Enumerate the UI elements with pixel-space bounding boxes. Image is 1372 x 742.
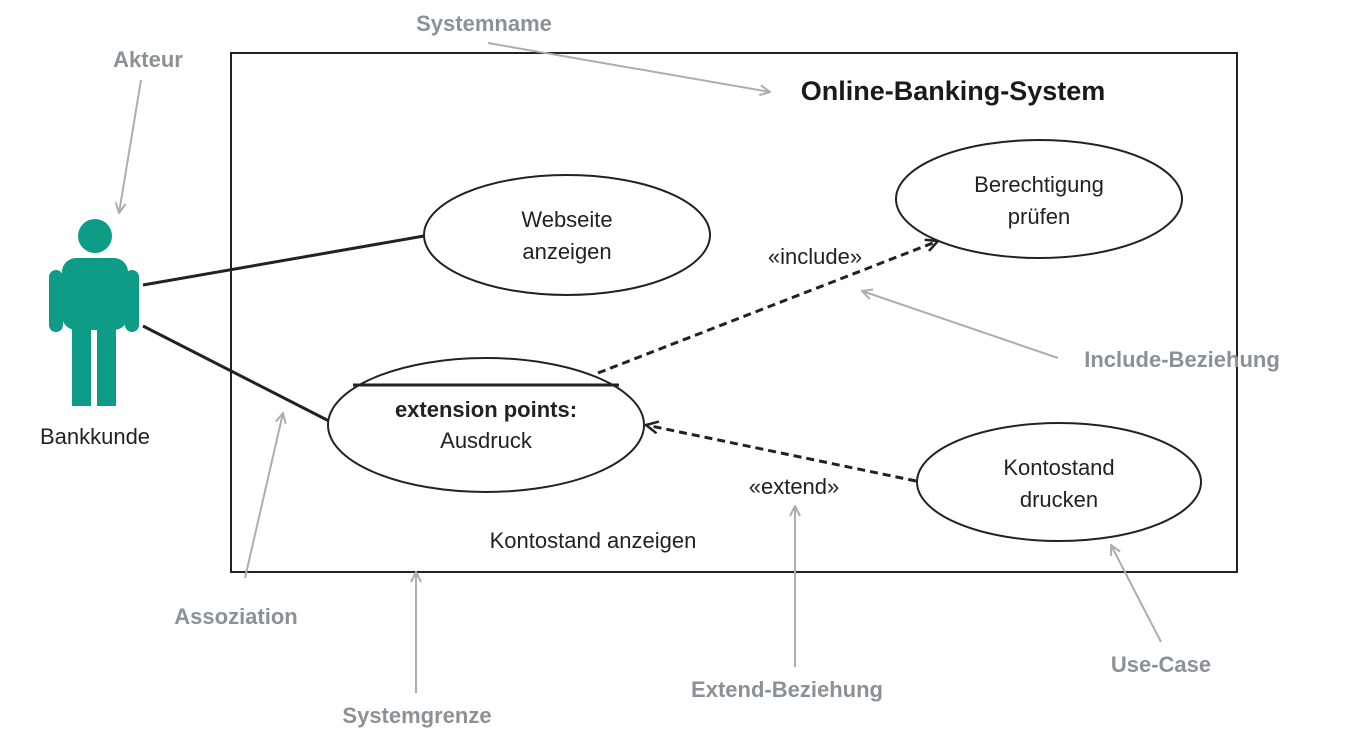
association-kontostand xyxy=(142,324,330,423)
include-arrow xyxy=(597,241,938,375)
system-boundary xyxy=(230,52,1238,573)
extension-point: Ausdruck xyxy=(440,428,533,453)
include-stereotype: «include» xyxy=(768,244,862,269)
usecase-name-kontostand-anzeigen: Kontostand anzeigen xyxy=(490,528,697,553)
annotation-akteur: Akteur xyxy=(113,47,183,72)
usecase-berechtigung-pruefen: Berechtigung prüfen xyxy=(895,139,1183,259)
extension-points-heading: extension points: xyxy=(395,397,577,422)
association-webseite xyxy=(142,234,425,287)
usecase-webseite-anzeigen: Webseite anzeigen xyxy=(423,174,711,296)
usecase-kontostand-drucken: Kontostand drucken xyxy=(916,422,1202,542)
extend-arrow xyxy=(646,425,917,483)
usecase-label-line1: Kontostand xyxy=(1003,455,1114,480)
annotation-systemgrenze: Systemgrenze xyxy=(342,703,491,728)
annotation-include: Include-Beziehung xyxy=(1084,347,1280,372)
pointer-akteur xyxy=(119,79,142,213)
pointer-assoziation xyxy=(244,413,283,579)
usecase-label-line1: Berechtigung xyxy=(974,172,1104,197)
pointer-usecase xyxy=(1111,545,1162,643)
system-name: Online-Banking-System xyxy=(801,76,1106,106)
annotation-assoziation: Assoziation xyxy=(174,604,297,629)
person-icon xyxy=(49,219,139,406)
usecase-label-line1: Webseite xyxy=(521,207,612,232)
usecase-kontostand-anzeigen: extension points: Ausdruck xyxy=(327,357,645,493)
annotation-extend: Extend-Beziehung xyxy=(691,677,883,702)
annotation-systemname: Systemname xyxy=(416,11,552,36)
usecase-label-line2: prüfen xyxy=(1008,204,1070,229)
pointer-systemname xyxy=(487,42,770,92)
extend-stereotype: «extend» xyxy=(749,474,840,499)
annotation-usecase: Use-Case xyxy=(1111,652,1211,677)
pointer-include xyxy=(862,291,1059,359)
usecase-label-line2: anzeigen xyxy=(522,239,611,264)
usecase-label-line2: drucken xyxy=(1020,487,1098,512)
actor: Bankkunde xyxy=(40,219,150,449)
actor-label: Bankkunde xyxy=(40,424,150,449)
